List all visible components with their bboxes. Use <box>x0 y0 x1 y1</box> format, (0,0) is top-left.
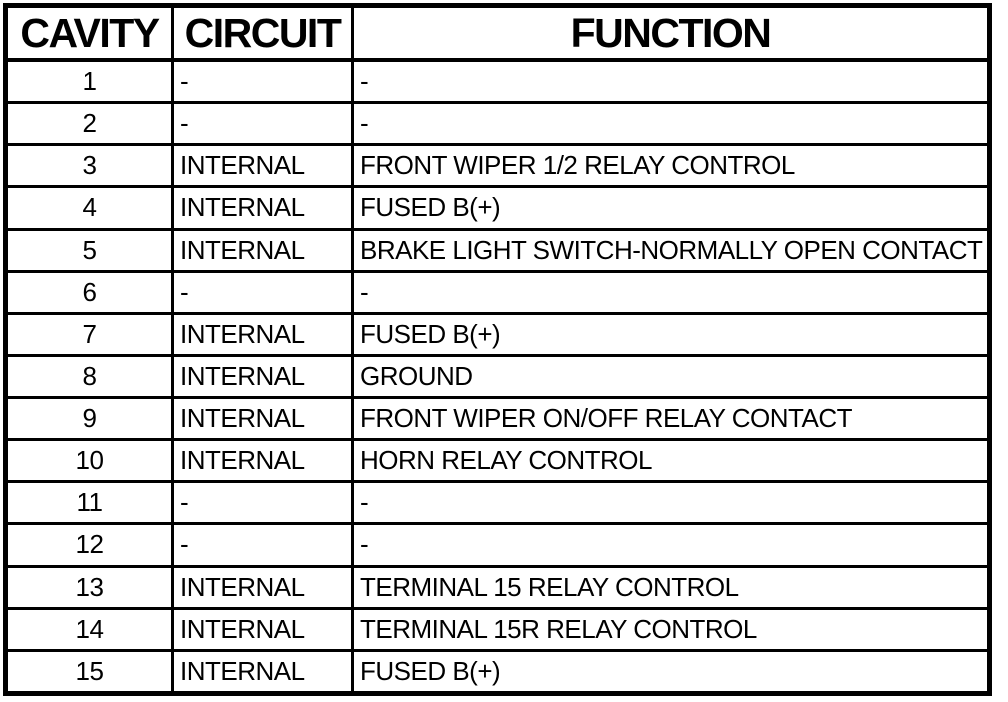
cavity-cell: 8 <box>4 353 174 400</box>
cavity-cell: 9 <box>4 395 174 442</box>
cavity-cell: 4 <box>4 185 174 231</box>
circuit-cell: INTERNAL <box>171 438 354 484</box>
table-row: 11-- <box>4 480 991 526</box>
circuit-cell: INTERNAL <box>171 143 354 189</box>
function-cell: BRAKE LIGHT SWITCH-NORMALLY OPEN CONTACT <box>351 227 991 273</box>
column-header-function: FUNCTION <box>351 4 991 62</box>
cavity-cell: 1 <box>4 58 174 105</box>
function-cell: TERMINAL 15R RELAY CONTROL <box>351 606 991 652</box>
function-cell: - <box>351 480 991 526</box>
cavity-cell: 10 <box>4 438 174 484</box>
header-row: CAVITY CIRCUIT FUNCTION <box>4 4 991 62</box>
function-cell: FUSED B(+) <box>351 185 991 231</box>
function-cell: FRONT WIPER ON/OFF RELAY CONTACT <box>351 395 991 442</box>
circuit-cell: INTERNAL <box>171 564 354 610</box>
table-row: 12-- <box>4 522 991 568</box>
table-row: 6-- <box>4 269 991 315</box>
cavity-cell: 5 <box>4 227 174 273</box>
cavity-cell: 3 <box>4 143 174 189</box>
function-cell: FRONT WIPER 1/2 RELAY CONTROL <box>351 143 991 189</box>
cavity-cell: 7 <box>4 311 174 357</box>
cavity-cell: 14 <box>4 606 174 652</box>
function-cell: - <box>351 269 991 315</box>
circuit-cell: - <box>171 522 354 568</box>
circuit-cell: INTERNAL <box>171 395 354 442</box>
function-cell: GROUND <box>351 353 991 400</box>
function-cell: - <box>351 522 991 568</box>
circuit-cell: INTERNAL <box>171 185 354 231</box>
cavity-cell: 12 <box>4 522 174 568</box>
circuit-cell: INTERNAL <box>171 353 354 400</box>
circuit-cell: INTERNAL <box>171 311 354 357</box>
function-cell: HORN RELAY CONTROL <box>351 438 991 484</box>
circuit-cell: INTERNAL <box>171 227 354 273</box>
cavity-cell: 15 <box>4 648 174 696</box>
function-cell: FUSED B(+) <box>351 648 991 696</box>
cavity-cell: 2 <box>4 101 174 147</box>
circuit-cell: INTERNAL <box>171 648 354 696</box>
function-cell: - <box>351 58 991 105</box>
column-header-cavity: CAVITY <box>4 4 174 62</box>
cavity-cell: 6 <box>4 269 174 315</box>
circuit-cell: INTERNAL <box>171 606 354 652</box>
table-header: CAVITY CIRCUIT FUNCTION <box>4 4 991 62</box>
circuit-cell: - <box>171 58 354 105</box>
circuit-cell: - <box>171 269 354 315</box>
table-row: 2-- <box>4 101 991 147</box>
circuit-cell: - <box>171 480 354 526</box>
cavity-cell: 11 <box>4 480 174 526</box>
cavity-cell: 13 <box>4 564 174 610</box>
function-cell: - <box>351 101 991 147</box>
table-row: 1-- <box>4 58 991 105</box>
circuit-cell: - <box>171 101 354 147</box>
function-cell: TERMINAL 15 RELAY CONTROL <box>351 564 991 610</box>
column-header-circuit: CIRCUIT <box>171 4 354 62</box>
function-cell: FUSED B(+) <box>351 311 991 357</box>
